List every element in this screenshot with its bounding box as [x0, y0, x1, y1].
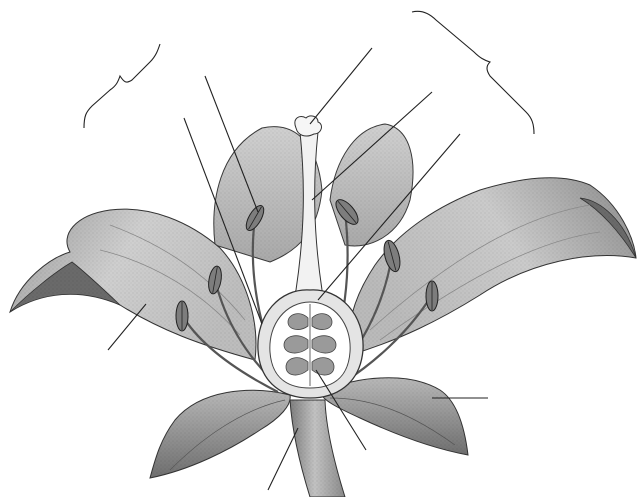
anther-6	[426, 281, 438, 311]
bracket-carpel	[412, 11, 534, 134]
leader-petal	[108, 304, 146, 350]
stigma	[295, 116, 322, 136]
anther-3	[176, 301, 188, 331]
leader-stem	[268, 428, 298, 490]
bracket-stamen	[84, 44, 160, 128]
brackets	[84, 11, 534, 134]
leader-stigma	[310, 48, 372, 124]
stem	[290, 400, 345, 497]
